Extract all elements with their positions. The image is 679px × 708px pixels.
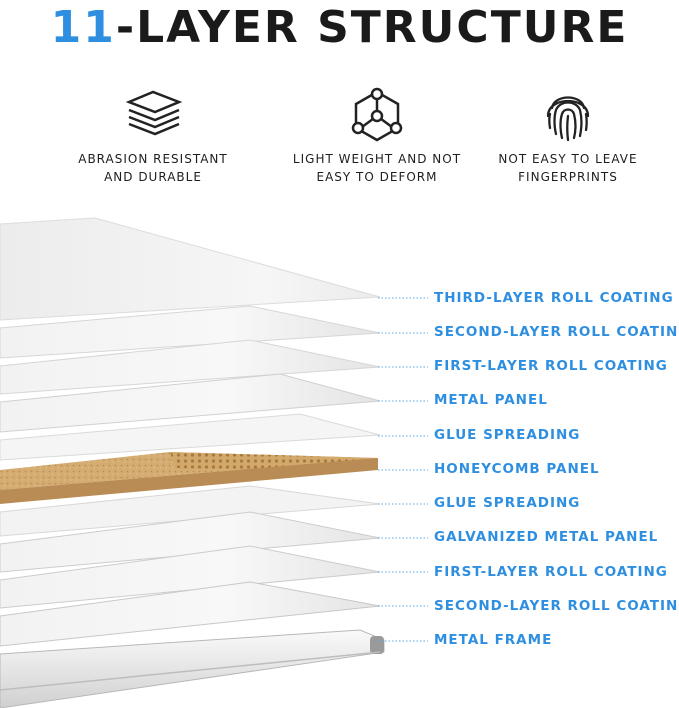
feature-lightweight: LIGHT WEIGHT AND NOT EASY TO DEFORM (264, 86, 490, 186)
layer-sheet (0, 581, 381, 647)
layer-stack-illustration (0, 217, 428, 708)
feature-caption-line2: AND DURABLE (104, 170, 202, 184)
layer-sheet (0, 511, 381, 573)
title-rest: -LAYER STRUCTURE (115, 2, 629, 53)
layer-label-third-roll-coating: THIRD-LAYER ROLL COATING (434, 290, 674, 306)
page-title: 11-LAYER STRUCTURE (0, 2, 679, 54)
layer-sheet (0, 413, 381, 461)
frame-corner (370, 636, 384, 654)
layer-label-second-roll-coating: SECOND-LAYER ROLL COATING (434, 324, 679, 340)
layer-sheet (0, 339, 381, 395)
layer-label-galvanized-metal-panel: GALVANIZED METAL PANEL (434, 529, 659, 545)
layer-label-metal-frame: METAL FRAME (434, 632, 553, 648)
layer-label-honeycomb-panel: HONEYCOMB PANEL (434, 461, 600, 477)
layer-label-metal-panel: METAL PANEL (434, 392, 548, 408)
feature-fingerprint: NOT EASY TO LEAVE FINGERPRINTS (455, 86, 679, 186)
layer-sheet (0, 217, 381, 321)
honeycomb-edge (0, 458, 378, 504)
feature-caption-line1: LIGHT WEIGHT AND NOT (292, 152, 462, 166)
feature-caption-line2: EASY TO DEFORM (316, 170, 438, 184)
feature-caption-line2: FINGERPRINTS (518, 170, 618, 184)
layer-label-first-roll-coating: FIRST-LAYER ROLL COATING (434, 564, 668, 580)
layer-label-second-roll-coating: SECOND-LAYER ROLL COATING (434, 598, 679, 614)
title-accent: 11 (50, 2, 116, 53)
layer-label-first-roll-coating: FIRST-LAYER ROLL COATING (434, 358, 668, 374)
layer-label-glue-spreading: GLUE SPREADING (434, 427, 581, 443)
layers-icon (125, 90, 183, 136)
layer-sheet (0, 545, 381, 609)
layer-sheet (0, 485, 381, 537)
layer-label-glue-spreading: GLUE SPREADING (434, 495, 581, 511)
layer-sheet (0, 305, 381, 359)
leader-lines (378, 297, 428, 642)
layer-sheet (0, 373, 381, 433)
feature-abrasion: ABRASION RESISTANT AND DURABLE (40, 86, 266, 186)
feature-caption-line1: ABRASION RESISTANT (78, 152, 228, 166)
molecule-icon (351, 87, 403, 142)
feature-caption-line1: NOT EASY TO LEAVE (498, 152, 638, 166)
metal-frame (0, 629, 385, 708)
fingerprint-icon (546, 96, 590, 142)
